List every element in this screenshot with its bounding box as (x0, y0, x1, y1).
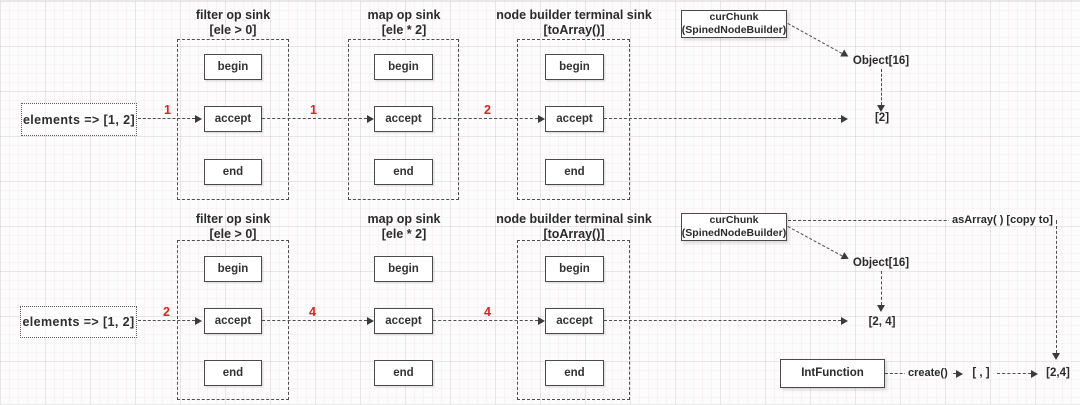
flow-line-row2-seg1 (138, 320, 195, 321)
curchunk-type: (SpinedNodeBuilder) (681, 24, 787, 36)
arrow-head-right-icon (538, 317, 545, 325)
arrow-head-right-icon (367, 317, 374, 325)
stage-title-text: node builder terminal sink (496, 212, 652, 226)
stage-container-nodebuilder-row1 (517, 39, 630, 200)
stage-title-nodebuilder-row2: node builder terminal sink [toArray()] (490, 212, 658, 242)
stage-title-nodebuilder-row1: node builder terminal sink [toArray()] (490, 8, 658, 38)
stage-subtitle-text: [toArray()] (543, 22, 605, 37)
step-begin-filter-row1: begin (204, 54, 262, 80)
flow-count-label: 1 (164, 103, 171, 117)
stage-title-text: filter op sink (195, 212, 271, 226)
step-begin-nodebuilder-row1: begin (545, 54, 604, 80)
curchunk-box-row1: curChunk (SpinedNodeBuilder) (681, 10, 787, 38)
step-begin-map-row2: begin (374, 256, 433, 282)
flow-count-label: 2 (163, 305, 170, 319)
buffer-array-label-row1: Object[16] (852, 55, 910, 67)
buffer-array-label-row2: Object[16] (852, 257, 910, 269)
curchunk-box-row2: curChunk (SpinedNodeBuilder) (681, 213, 787, 241)
arrow-head-down-icon (877, 105, 885, 112)
stage-container-filter-row1 (177, 39, 289, 200)
step-accept-filter-row1: accept (204, 106, 262, 132)
stage-subtitle-text: [ele * 2] (381, 22, 427, 37)
chunk-to-buffer-line-row1 (787, 23, 851, 60)
step-accept-filter-row2: accept (204, 308, 262, 334)
arrow-head-right-icon (841, 115, 848, 123)
step-begin-filter-row2: begin (204, 256, 262, 282)
flow-count-label: 4 (309, 305, 316, 319)
step-accept-map-row1: accept (374, 106, 433, 132)
step-end-map-row2: end (374, 360, 433, 386)
step-begin-nodebuilder-row2: begin (545, 256, 604, 282)
intfunction-box: IntFunction (780, 359, 885, 388)
flow-count-label: 1 (310, 103, 317, 117)
arrow-head-right-icon (538, 115, 545, 123)
asarray-line-vertical (1056, 221, 1057, 353)
flow-line-row2-seg2 (262, 320, 367, 321)
asarray-line-horizontal (788, 220, 1057, 221)
buffer-to-result-line-row2 (881, 271, 882, 305)
step-begin-map-row1: begin (374, 54, 433, 80)
stage-title-map-row1: map op sink [ele * 2] (329, 8, 479, 38)
flow-line-row1-seg1 (138, 118, 195, 119)
stage-title-text: filter op sink (195, 8, 271, 22)
new-array-label: [ , ] (972, 367, 990, 379)
step-end-filter-row2: end (204, 360, 262, 386)
step-end-filter-row1: end (204, 159, 262, 185)
arrow-head-right-icon (841, 317, 848, 325)
flow-count-label: 4 (484, 305, 491, 319)
flow-line-row2-seg3 (433, 320, 538, 321)
arrow-head-right-icon (195, 317, 202, 325)
arrow-head-right-icon (956, 370, 963, 378)
result-array-label-row1: [2] (874, 112, 890, 124)
arrow-head-down-icon (877, 305, 885, 312)
arrow-head-right-icon (1031, 370, 1038, 378)
curchunk-type: (SpinedNodeBuilder) (681, 227, 787, 239)
flow-line-row2-seg4 (604, 320, 841, 321)
input-elements-box-row2: elements => [1, 2] (20, 306, 137, 338)
flow-line-row1-seg4 (604, 118, 841, 119)
result-array-label-row2: [2, 4] (868, 316, 896, 328)
step-accept-nodebuilder-row2: accept (545, 308, 604, 334)
stage-subtitle-text: [ele * 2] (381, 226, 427, 241)
flow-line-row1-seg3 (433, 118, 538, 119)
stage-title-text: node builder terminal sink (496, 8, 652, 22)
curchunk-name: curChunk (709, 213, 759, 226)
flow-count-label: 2 (484, 103, 491, 117)
step-end-nodebuilder-row1: end (545, 159, 604, 185)
stage-subtitle-text: [ele > 0] (209, 22, 257, 37)
curchunk-name: curChunk (709, 10, 759, 23)
step-end-map-row1: end (374, 159, 433, 185)
stage-container-map-row1 (348, 39, 459, 200)
step-accept-nodebuilder-row1: accept (545, 106, 604, 132)
chunk-to-buffer-line-row2 (787, 226, 851, 263)
arrow-head-down-icon (1052, 353, 1060, 360)
stage-title-text: map op sink (367, 8, 441, 22)
buffer-to-result-line-row1 (881, 69, 882, 105)
flow-line-row1-seg2 (262, 118, 367, 119)
step-end-nodebuilder-row2: end (545, 360, 604, 386)
create-line-seg2 (997, 373, 1031, 374)
arrow-head-right-icon (367, 115, 374, 123)
stage-subtitle-text: [ele > 0] (209, 226, 257, 241)
arrow-head-right-icon (195, 115, 202, 123)
asarray-label: asArray( ) [copy to] (949, 214, 1056, 226)
intfunction-label: IntFunction (801, 367, 864, 380)
step-accept-map-row2: accept (374, 308, 433, 334)
create-label: create() (905, 367, 951, 379)
stage-subtitle-text: [toArray()] (543, 226, 605, 241)
stage-title-filter-row2: filter op sink [ele > 0] (157, 212, 309, 242)
stage-title-filter-row1: filter op sink [ele > 0] (157, 8, 309, 38)
stage-title-text: map op sink (367, 212, 441, 226)
copy-result-label: [2,4] (1046, 367, 1070, 379)
stage-title-map-row2: map op sink [ele * 2] (329, 212, 479, 242)
input-elements-box-row1: elements => [1, 2] (21, 103, 137, 136)
